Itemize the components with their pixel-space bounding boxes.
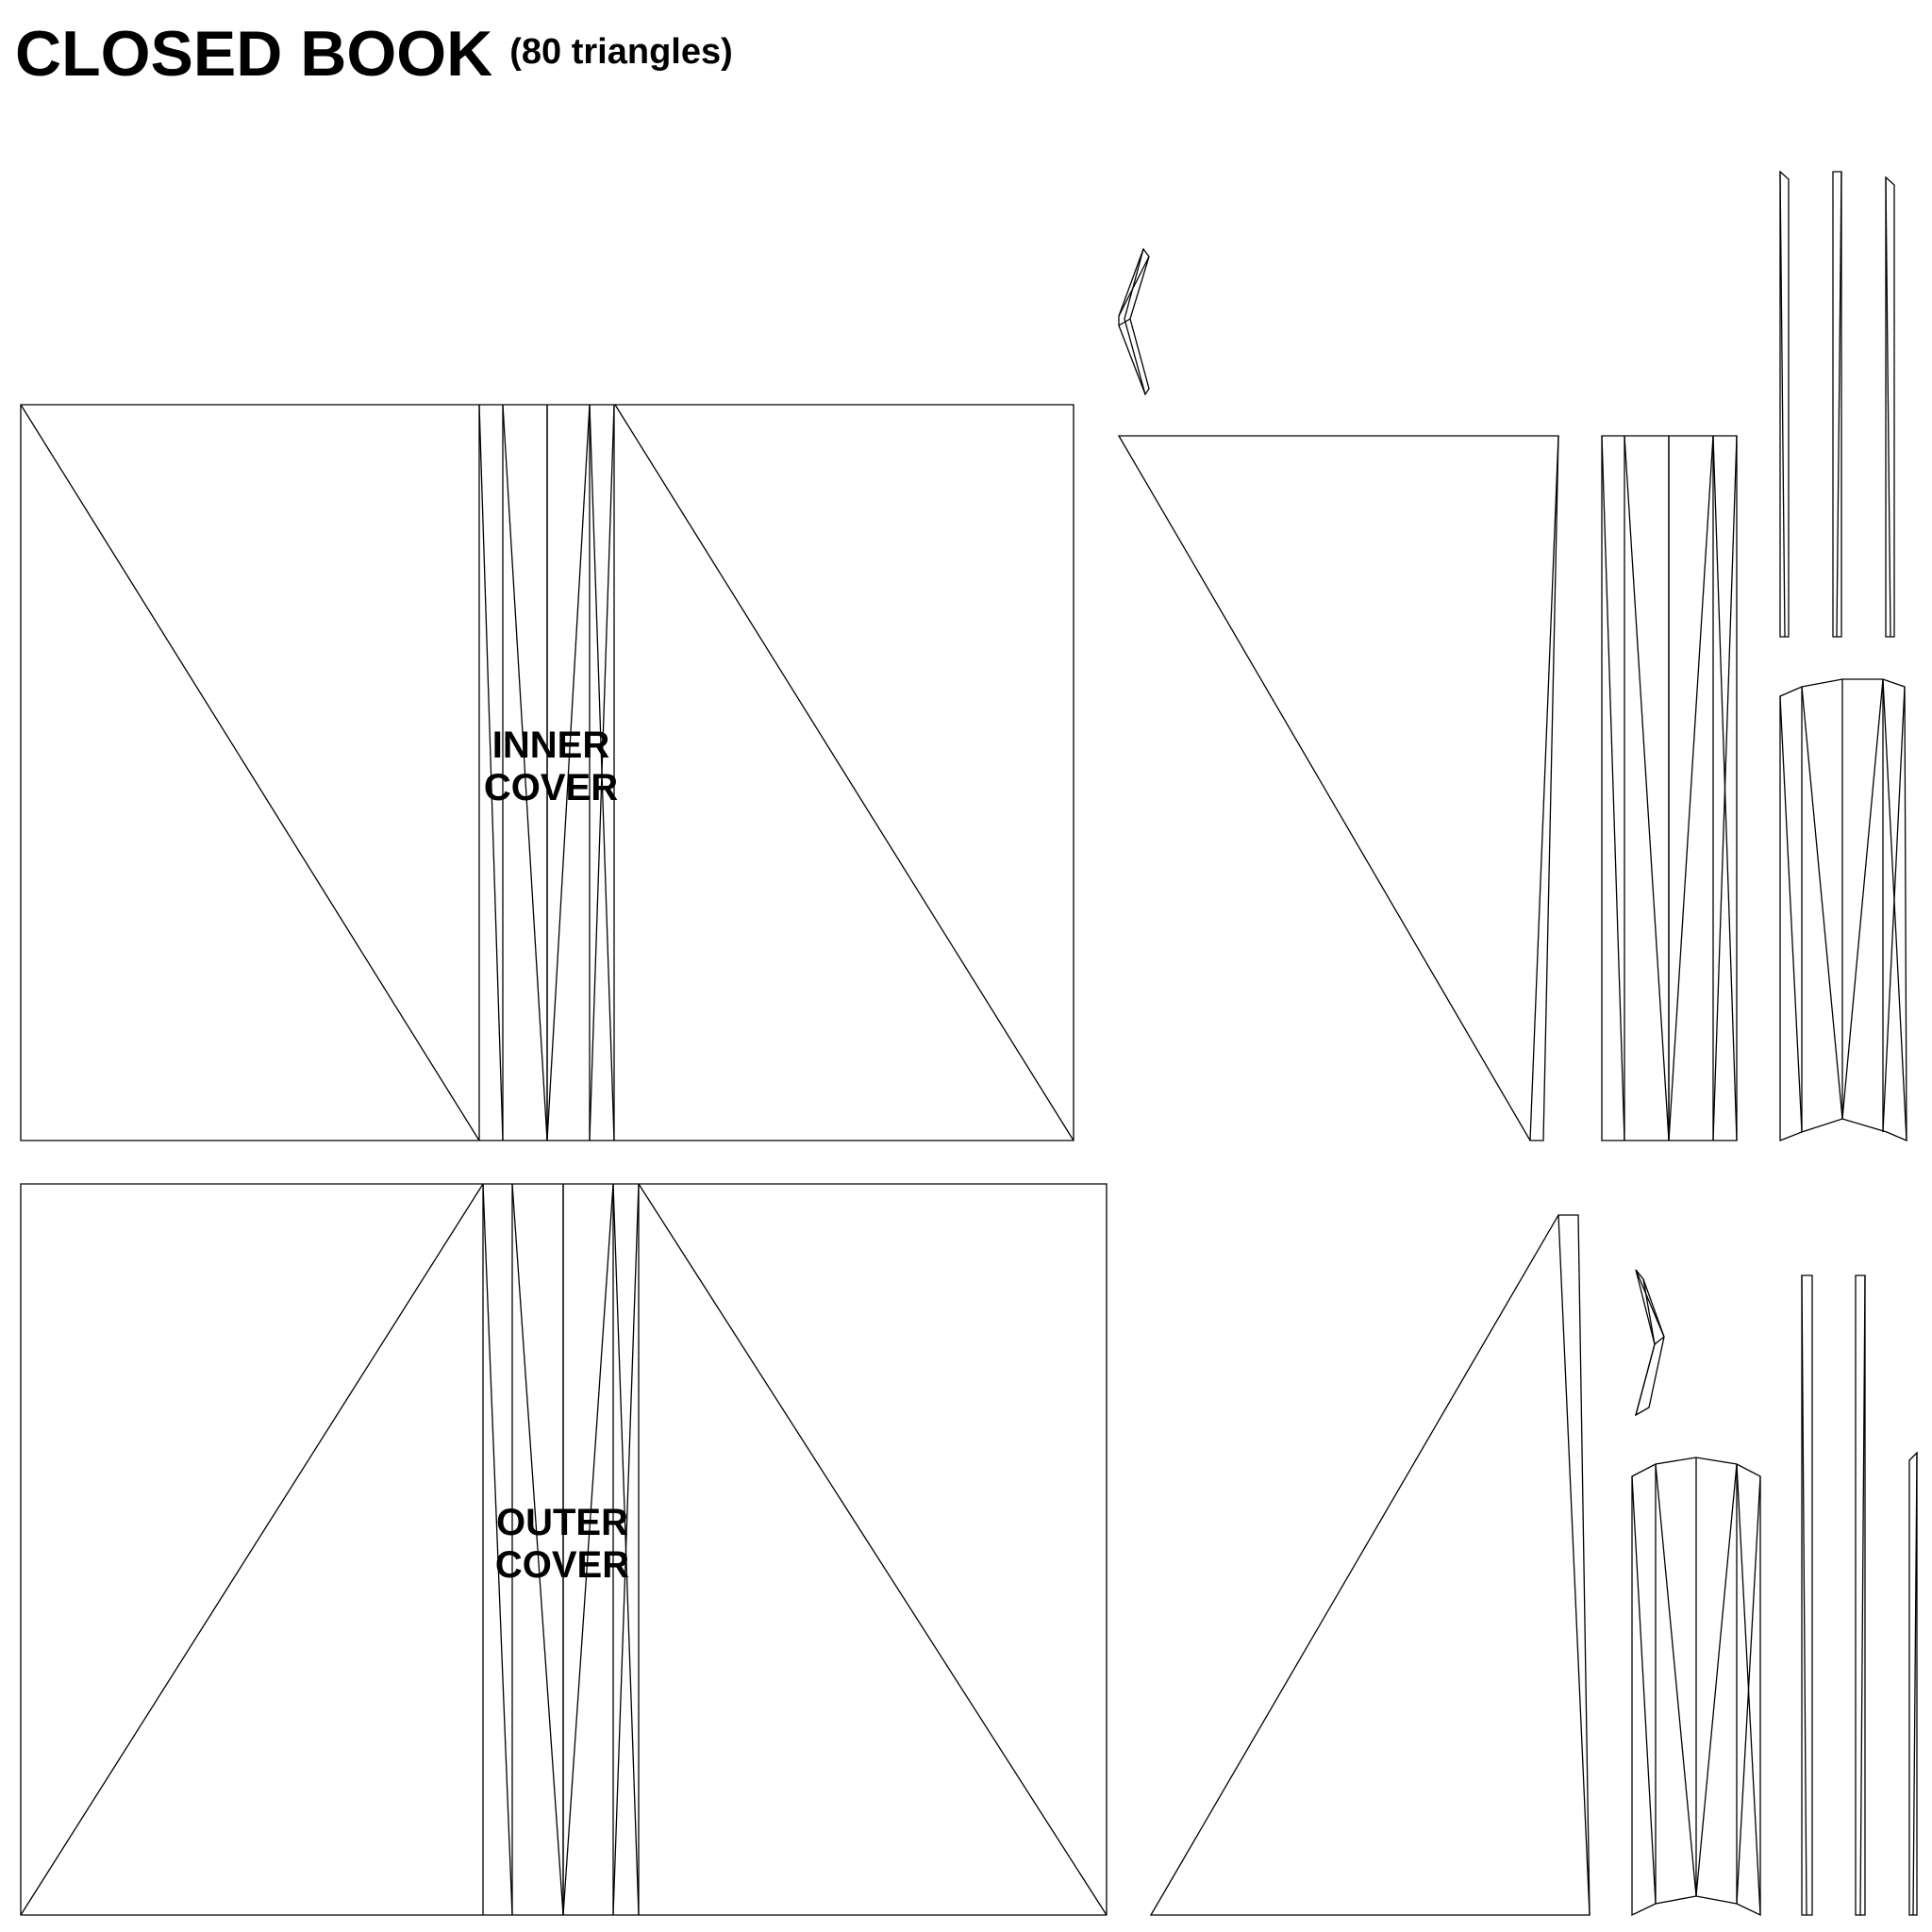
upper-curve-fragment <box>1118 247 1150 396</box>
page-subtitle: (80 triangles) <box>509 32 733 72</box>
outer-cover-right-diagonal <box>638 1183 1108 1916</box>
inner-page-strip <box>1601 435 1738 1141</box>
inner-cover-label-line2: COVER <box>484 767 618 808</box>
upper-spine-curve-strip <box>1779 678 1907 1141</box>
lower-thin-strips <box>1801 1274 1918 1916</box>
inner-cover-left-diagonal <box>20 404 480 1141</box>
outer-cover-spine <box>482 1183 640 1916</box>
inner-cover-piece: INNER COVER <box>20 404 1074 1141</box>
inner-cover-right-diagonal <box>614 404 1074 1141</box>
inner-cover-label-line1: INNER <box>492 724 610 766</box>
outer-page-triangle <box>1149 1214 1591 1916</box>
lower-curve-fragment <box>1634 1269 1665 1417</box>
upper-thin-strips <box>1779 170 1895 638</box>
outer-cover-left-diagonal <box>20 1183 484 1916</box>
outer-cover-label-line1: OUTER <box>496 1502 628 1543</box>
inner-cover-spine <box>478 404 615 1141</box>
outer-cover-label-line2: COVER <box>495 1544 629 1586</box>
lower-spine-curve-strip <box>1631 1457 1761 1917</box>
inner-page-triangle <box>1117 435 1559 1141</box>
outer-cover-piece: OUTER COVER <box>20 1183 1108 1916</box>
page-title: CLOSED BOOK <box>15 18 492 90</box>
